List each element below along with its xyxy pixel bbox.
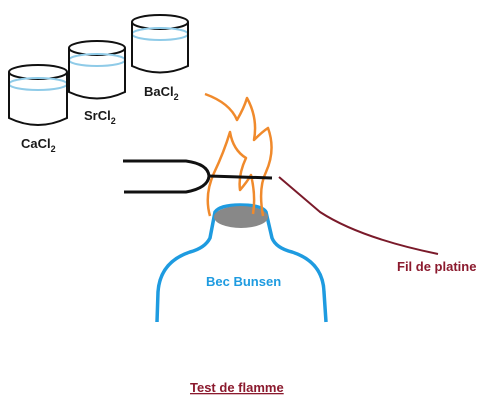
label-bec-bunsen: Bec Bunsen (206, 274, 281, 289)
label-bacl2: BaCl2 (144, 84, 179, 102)
beaker-cacl2 (8, 64, 68, 126)
wire-leader-line (278, 176, 439, 255)
beaker-bacl2 (131, 14, 189, 74)
label-fil-de-platine: Fil de platine (397, 259, 476, 274)
beaker-srcl2 (68, 40, 126, 100)
bunsen-burner (155, 203, 328, 323)
gas-outlet-cap (214, 206, 268, 228)
label-srcl2: SrCl2 (84, 108, 116, 126)
diagram-title: Test de flamme (190, 380, 284, 395)
wire-holder (123, 159, 273, 194)
label-cacl2: CaCl2 (21, 136, 56, 154)
flame (204, 92, 273, 217)
